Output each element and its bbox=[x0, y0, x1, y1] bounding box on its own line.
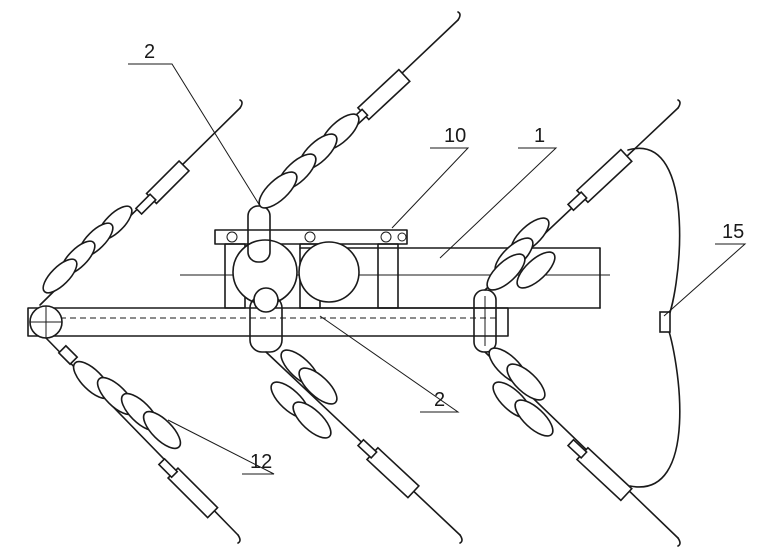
insulator-string-upper-left bbox=[39, 99, 243, 306]
insulator-string-lower-left bbox=[45, 337, 241, 544]
callout-12: 12 bbox=[250, 451, 272, 473]
clamp-bracket bbox=[214, 205, 408, 353]
jumper-loop bbox=[627, 147, 681, 488]
insulator-string-upper-middle bbox=[258, 11, 461, 209]
insulator-string-lower-middle bbox=[265, 349, 463, 544]
callout-15: 15 bbox=[722, 221, 744, 243]
callout-10: 10 bbox=[444, 125, 466, 147]
callout-2-top: 2 bbox=[144, 41, 155, 63]
callout-1: 1 bbox=[534, 125, 545, 147]
right-hanger-link bbox=[473, 289, 497, 353]
callout-2-bottom: 2 bbox=[434, 389, 445, 411]
left-end-fitting bbox=[29, 305, 63, 339]
insulator-string-lower-right bbox=[484, 347, 681, 547]
insulator-string-upper-right bbox=[484, 99, 681, 291]
callout-leaders bbox=[128, 63, 747, 475]
